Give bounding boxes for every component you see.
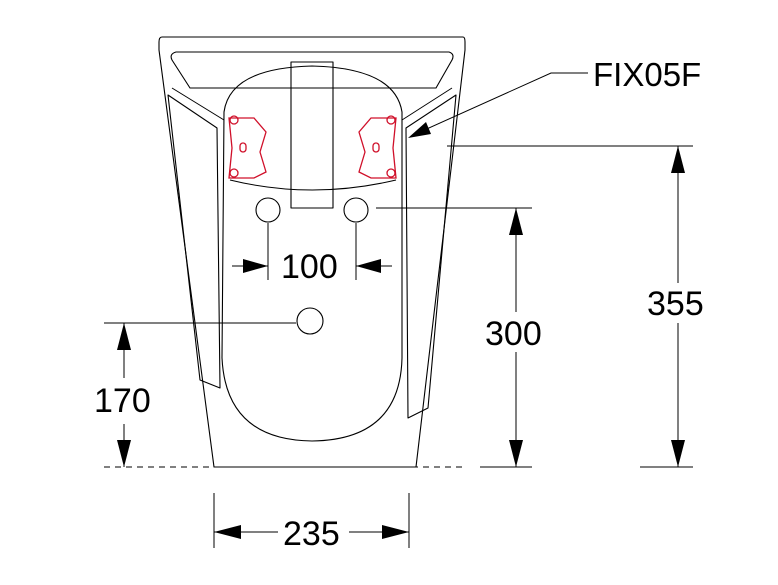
dim-100 <box>232 223 392 280</box>
base-width-label: 235 <box>283 515 340 553</box>
left-fixing-bracket <box>228 115 267 179</box>
left-fixing-hole <box>255 197 281 223</box>
bowl-rim-arc <box>229 179 397 191</box>
pan-left-channel <box>167 94 221 389</box>
right-fixing-bracket <box>358 115 397 179</box>
pipe-spacing-label: 100 <box>281 248 338 286</box>
dim-300 <box>376 207 532 468</box>
right-fixing-hole <box>343 197 369 223</box>
top-pipe-height-label: 300 <box>485 315 542 353</box>
dim-355 <box>447 145 693 468</box>
pan-right-channel <box>405 94 457 419</box>
bracket-leader <box>408 72 588 138</box>
pan-left-diagonal <box>171 87 225 121</box>
centre-height-label: 170 <box>94 382 151 420</box>
pan-inner-bowl <box>221 65 403 442</box>
pan-top-rim <box>170 51 454 89</box>
outlet-hole <box>296 307 324 335</box>
bracket-code-label: FIX05F <box>593 56 701 93</box>
dim-170 <box>104 322 296 467</box>
hinge-block <box>290 61 334 209</box>
bracket-height-label: 355 <box>647 285 704 323</box>
dim-235 <box>213 493 410 548</box>
pan-right-diagonal <box>401 87 453 121</box>
